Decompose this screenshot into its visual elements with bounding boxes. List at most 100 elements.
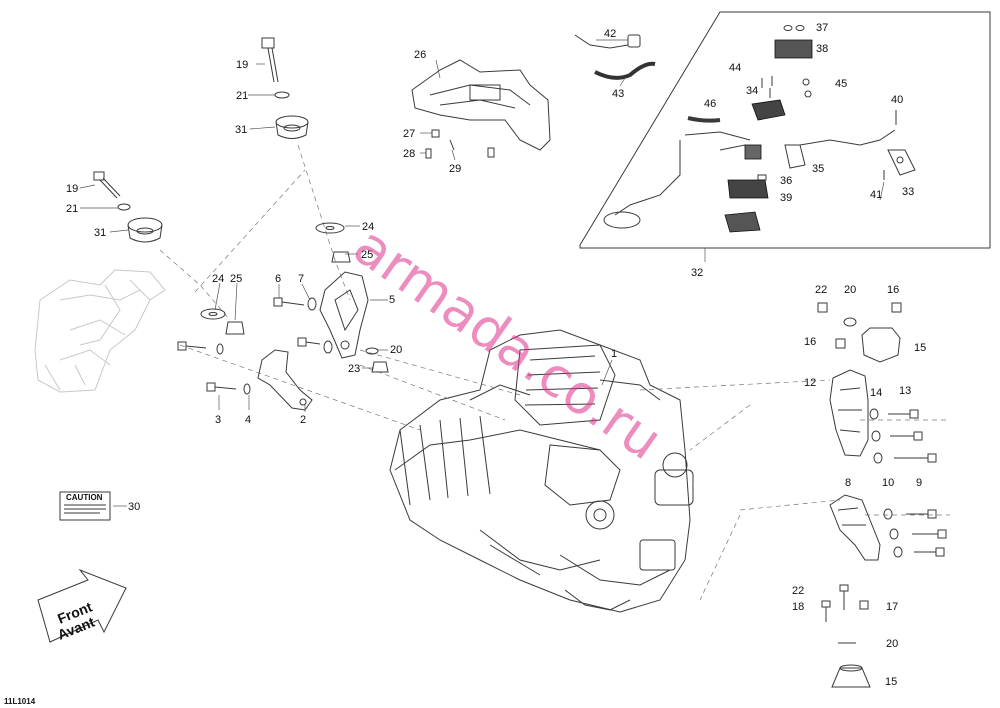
callout-20-bottom: 20	[886, 638, 898, 650]
callout-4: 4	[245, 414, 251, 426]
rubber-mount-15-lower	[831, 664, 871, 688]
callout-6: 6	[275, 273, 281, 285]
callout-43: 43	[612, 88, 624, 100]
figure-id: 11L1014	[4, 697, 36, 706]
holder-38	[774, 39, 813, 59]
rubber-mount-15-top	[861, 327, 901, 363]
nut-23	[371, 361, 389, 373]
callout-15-top: 15	[914, 342, 926, 354]
nut-25-upper	[331, 251, 351, 263]
callout-17: 17	[886, 601, 898, 613]
callout-36: 36	[780, 175, 792, 187]
callout-23: 23	[348, 363, 360, 375]
clip-37	[783, 25, 805, 31]
callout-32: 32	[691, 267, 703, 279]
callout-24-upper: 24	[362, 221, 374, 233]
assembly-dashed-lines	[159, 144, 950, 601]
callout-7: 7	[298, 273, 304, 285]
callout-31-left: 31	[94, 227, 106, 239]
front-direction-arrow: Front Avant	[37, 568, 127, 643]
grommet-27	[431, 129, 440, 138]
callout-24-lower: 24	[212, 273, 224, 285]
callout-21-top: 21	[236, 90, 248, 102]
callout-20-top: 20	[844, 284, 856, 296]
screw-28	[425, 148, 432, 159]
callout-25-upper: 25	[361, 249, 373, 261]
bolt-22-lower	[839, 584, 849, 610]
washer-24-upper	[315, 222, 345, 234]
inset-frame	[579, 11, 991, 249]
washer-4	[216, 343, 251, 395]
bolt-3-lower	[206, 382, 237, 392]
leader-lines	[79, 39, 885, 507]
washer-21-left	[117, 203, 131, 211]
nut-45	[802, 78, 812, 98]
callout-3: 3	[215, 414, 221, 426]
callout-28: 28	[403, 148, 415, 160]
caution-label-30: CAUTION	[59, 491, 111, 521]
callout-21-left: 21	[66, 203, 78, 215]
callout-12: 12	[804, 377, 816, 389]
bolts-13	[888, 409, 937, 463]
callout-37: 37	[816, 22, 828, 34]
callout-16-left: 16	[804, 336, 816, 348]
callout-41: 41	[870, 189, 882, 201]
callout-10: 10	[882, 477, 894, 489]
callout-22-bottom: 22	[792, 585, 804, 597]
callout-22-top: 22	[815, 284, 827, 296]
callout-34: 34	[746, 85, 758, 97]
bolt-19-left	[93, 171, 121, 199]
callout-14: 14	[870, 387, 882, 399]
screw-44	[761, 76, 773, 88]
callout-38: 38	[816, 43, 828, 55]
bolt-18	[821, 600, 831, 622]
callout-16-top: 16	[887, 284, 899, 296]
bolt-6	[273, 297, 305, 307]
frame-ghost-outline	[34, 269, 166, 393]
pin-29	[449, 139, 455, 151]
callout-40: 40	[891, 94, 903, 106]
bracket-35	[784, 144, 806, 169]
hose-43	[594, 61, 656, 80]
bracket-12	[829, 369, 869, 457]
callout-44: 44	[729, 62, 741, 74]
module-46	[687, 99, 786, 123]
rubber-mount-31-top	[275, 115, 309, 139]
callout-1: 1	[611, 348, 617, 360]
callout-35: 35	[812, 163, 824, 175]
callout-20-mid: 20	[390, 344, 402, 356]
washer-20-top	[843, 317, 857, 327]
washers-14	[869, 408, 883, 464]
engine-assembly	[389, 329, 694, 613]
callout-9: 9	[916, 477, 922, 489]
callout-13: 13	[899, 385, 911, 397]
callout-2: 2	[300, 414, 306, 426]
callout-18: 18	[792, 601, 804, 613]
callout-25-lower: 25	[230, 273, 242, 285]
bolt-16-left	[835, 338, 846, 349]
bracket-8	[829, 494, 881, 561]
callout-26: 26	[414, 49, 426, 61]
connector-block	[744, 144, 762, 160]
callout-labels: 1 2 3 4 5 6 7 8 9 10 12 13 14 15 15 16 1…	[66, 22, 926, 688]
nut-25-lower	[225, 321, 245, 335]
engine-bracket-2	[257, 349, 313, 411]
clip-36	[757, 174, 767, 181]
callout-45: 45	[835, 78, 847, 90]
callout-27: 27	[403, 128, 415, 140]
callout-5: 5	[389, 294, 395, 306]
callout-39: 39	[780, 192, 792, 204]
caution-label-text: CAUTION	[66, 493, 103, 502]
washer-7	[307, 297, 333, 354]
bolt-6-lower	[297, 337, 321, 347]
screw-right-26	[487, 147, 495, 158]
bolt-3-upper	[177, 341, 207, 351]
callout-19-top: 19	[236, 59, 248, 71]
callout-33: 33	[902, 186, 914, 198]
callout-19-left: 19	[66, 183, 78, 195]
bolt-19-top	[261, 37, 279, 83]
callout-42: 42	[604, 28, 616, 40]
bolts-9	[906, 509, 947, 557]
bolt-16-top	[891, 302, 902, 313]
